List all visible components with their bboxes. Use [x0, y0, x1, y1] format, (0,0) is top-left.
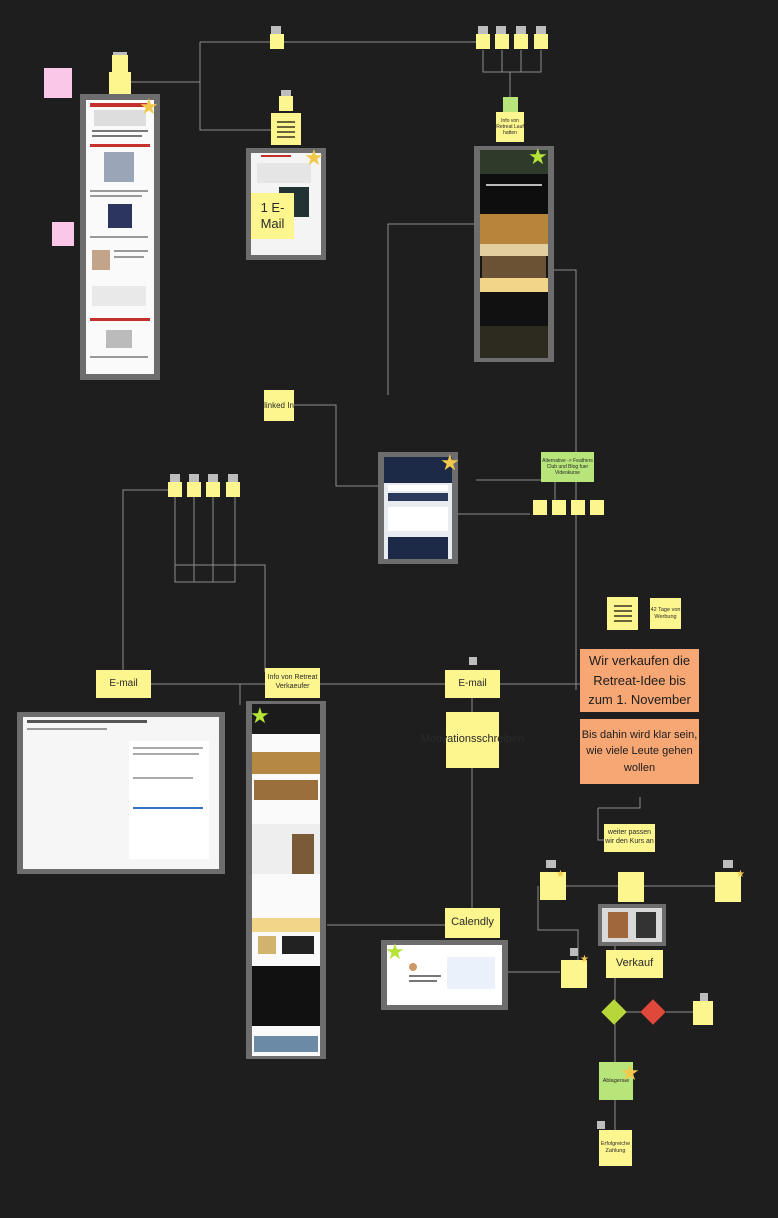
- star-icon: ★: [528, 144, 548, 169]
- small-sticky[interactable]: [206, 482, 220, 497]
- email-client-screenshot: [23, 717, 219, 869]
- note-tab: [536, 26, 546, 34]
- star-icon: ★: [304, 145, 324, 170]
- landing-page-screenshot: [86, 100, 154, 374]
- success-note[interactable]: Erfolgreiche Zahlung: [599, 1130, 632, 1166]
- note-tab: [271, 26, 281, 34]
- small-sticky[interactable]: [112, 55, 128, 72]
- note-tab: [570, 948, 578, 956]
- email-note-mid[interactable]: E-mail: [445, 670, 500, 698]
- small-sticky[interactable]: [552, 500, 566, 515]
- star-icon: ★: [620, 1060, 640, 1085]
- landing-page-frame[interactable]: [80, 94, 160, 380]
- note-tab: [189, 474, 199, 482]
- retreat-page-screenshot: [480, 150, 548, 358]
- note-tab: [496, 26, 506, 34]
- small-sticky[interactable]: [226, 482, 240, 497]
- verkauf-note[interactable]: Verkauf: [606, 950, 663, 978]
- small-sticky[interactable]: [571, 500, 585, 515]
- note-tab: [597, 1121, 605, 1129]
- star-icon: ★: [580, 954, 589, 965]
- small-sticky[interactable]: [187, 482, 201, 497]
- small-sticky[interactable]: [534, 34, 548, 49]
- email-note-left[interactable]: E-mail: [96, 670, 151, 698]
- days-note[interactable]: 42 Tage von Werbung: [650, 598, 681, 629]
- small-sticky[interactable]: [279, 96, 293, 111]
- small-sticky[interactable]: [715, 872, 741, 902]
- calendly-frame[interactable]: [381, 940, 508, 1010]
- note-tab: [281, 90, 291, 98]
- retreat-sellers-frame[interactable]: [246, 701, 326, 1059]
- retreat-page-frame[interactable]: [474, 146, 554, 362]
- feather-club-screenshot: [384, 457, 452, 559]
- document-lines-icon[interactable]: [607, 597, 638, 630]
- pink-sticky[interactable]: [44, 68, 72, 98]
- calendly-screenshot: [387, 945, 502, 1005]
- small-sticky[interactable]: [693, 1001, 713, 1025]
- video-call-thumbnail[interactable]: [598, 904, 666, 946]
- star-icon: ★: [736, 869, 745, 880]
- small-sticky[interactable]: [495, 34, 509, 49]
- small-sticky[interactable]: [561, 960, 587, 988]
- green-small-sticky[interactable]: [503, 97, 518, 112]
- small-sticky[interactable]: [168, 482, 182, 497]
- small-sticky[interactable]: [540, 872, 566, 900]
- calendly-note[interactable]: Calendly: [445, 908, 500, 938]
- feather-club-frame[interactable]: [378, 452, 458, 564]
- note-tab: [700, 993, 708, 1001]
- email-client-frame[interactable]: [17, 712, 225, 874]
- note-tab: [723, 860, 733, 868]
- note-tab: [228, 474, 238, 482]
- video-call-screenshot: [602, 908, 662, 942]
- note-tab: [469, 657, 477, 665]
- ablage-note[interactable]: Ablagerate: [599, 1062, 633, 1100]
- star-icon: ★: [556, 869, 565, 880]
- clarity-note[interactable]: Bis dahin wird klar sein, wie viele Leut…: [580, 719, 699, 784]
- note-tab: [208, 474, 218, 482]
- motivation-note[interactable]: Motivationsschreiben: [421, 712, 524, 768]
- further-note[interactable]: weiter passen wir den Kurs an: [604, 824, 655, 852]
- info-retreat-sellers-note[interactable]: Info von Retreat Verkaeufer: [265, 668, 320, 698]
- small-sticky[interactable]: [270, 34, 284, 49]
- pink-sticky[interactable]: [52, 222, 74, 246]
- document-lines-icon[interactable]: [271, 113, 301, 145]
- small-sticky[interactable]: [533, 500, 547, 515]
- small-sticky[interactable]: [514, 34, 528, 49]
- star-icon: ★: [250, 703, 270, 728]
- small-sticky[interactable]: [590, 500, 604, 515]
- sell-idea-note[interactable]: Wir verkaufen die Retreat-Idee bis zum 1…: [580, 649, 699, 712]
- one-email-note[interactable]: 1 E-Mail: [251, 193, 294, 239]
- note-tab: [170, 474, 180, 482]
- small-sticky[interactable]: [476, 34, 490, 49]
- star-icon: ★: [440, 450, 460, 475]
- retreat-sellers-screenshot: [252, 704, 320, 1056]
- note-tab: [516, 26, 526, 34]
- info-retreat-note[interactable]: Info von Retreat Lauf hatten: [496, 112, 524, 142]
- linkedin-note[interactable]: linked In: [264, 390, 294, 421]
- note-tab: [478, 26, 488, 34]
- star-icon: ★: [139, 94, 159, 119]
- small-sticky[interactable]: [109, 72, 131, 94]
- small-sticky[interactable]: [618, 872, 644, 902]
- alternative-note[interactable]: Alternative -> Feathers Club und Blog fu…: [541, 452, 594, 482]
- note-tab: [546, 860, 556, 868]
- star-icon: ★: [385, 939, 405, 964]
